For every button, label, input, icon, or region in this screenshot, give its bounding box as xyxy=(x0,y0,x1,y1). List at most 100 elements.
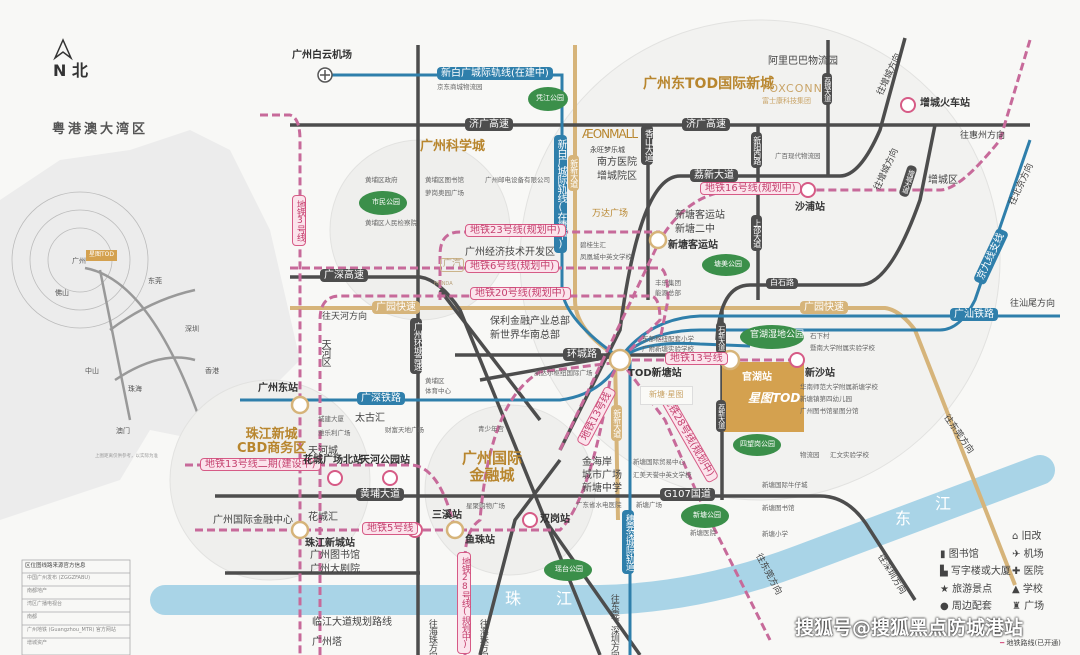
metro-line-13: 地铁13号线 xyxy=(665,352,728,365)
poi: 新世界华南总部 xyxy=(490,330,560,341)
poi: 汇文实验学校 xyxy=(830,451,869,459)
poi: 新塘医院 xyxy=(690,529,716,537)
station-guangzhou-east[interactable]: 广州东站 xyxy=(258,383,298,394)
legend-label: 地铁路线(已开通) xyxy=(1006,639,1061,647)
poi: 临江大道规划路线 xyxy=(312,617,392,628)
station-shuanggang[interactable]: 双岗站 xyxy=(540,514,570,525)
poi: 南方医院 xyxy=(597,157,637,168)
station-tod-xintang[interactable]: TOD新塘站 xyxy=(628,368,682,379)
park-label: 塘美公园 xyxy=(714,260,742,268)
road-baishi: 白石路 xyxy=(766,278,798,289)
road-lixin-avenue: 荔新大道 xyxy=(690,169,738,182)
district-name: 广州国际 xyxy=(462,449,523,467)
metro-line-16: 地铁16号线(规划中) xyxy=(700,182,801,195)
poi: 新塘镇第四幼儿园 xyxy=(800,395,852,403)
poi: 金海岸 xyxy=(582,457,612,468)
station-huacheng-square-north[interactable]: 花城广场北站 xyxy=(303,455,363,466)
station-tianhe-park[interactable]: 天河公园站 xyxy=(360,455,410,466)
inset-city: 澳门 xyxy=(116,427,130,435)
poi: 广州国际金融中心 xyxy=(213,515,293,526)
poi: 黄埔区 xyxy=(425,377,445,385)
legend-item: ▮ 图书馆 xyxy=(940,549,979,560)
transfer-stations[interactable] xyxy=(290,230,741,540)
aeonmall-name: 永旺梦乐城 xyxy=(590,146,625,154)
poi: 广百现代物流园 xyxy=(775,152,821,160)
metro-line-3: 地铁3号线 xyxy=(292,195,306,246)
inset-city: 珠海 xyxy=(128,385,142,393)
rail-guangshan-railway: 广汕铁路 xyxy=(950,308,998,321)
poi: 新塘客运站 xyxy=(675,210,725,221)
poi: 碧桂生汇 xyxy=(580,241,606,249)
poi: 京东商城物流园 xyxy=(437,83,483,91)
poi: 新塘广场 xyxy=(636,501,662,509)
direction-label: 往海珠方向 xyxy=(426,619,437,655)
hospital-icon: ✚ xyxy=(1012,566,1021,577)
road-jiguang-expressway: 济广高速 xyxy=(465,118,513,131)
watermark: 搜狐号@搜狐黑点防城港站 xyxy=(795,617,1024,639)
station-xinsha[interactable]: 新沙站 xyxy=(805,368,835,379)
foxconn-logo: FOXCONN xyxy=(762,82,823,95)
station-yuzhu[interactable]: 鱼珠站 xyxy=(465,535,495,546)
station-xintang-passenger[interactable]: 新塘客运站 xyxy=(668,240,718,251)
source-row: 广州地铁 (Guangzhou_MTR) 官方网站 xyxy=(27,627,116,633)
inset-title: 粤港澳大湾区 xyxy=(52,122,149,137)
compass-bei: 北 xyxy=(71,61,88,80)
legend-label: 学校 xyxy=(1022,584,1043,595)
legend-label: 旧改 xyxy=(1021,531,1042,542)
inset-city: 佛山 xyxy=(55,289,69,297)
poi: 新塘二中 xyxy=(675,224,715,235)
rail-xinbaiguang-intercity-vertical: 新白广城际轨线(在建中) xyxy=(554,135,567,253)
compass-n: N xyxy=(53,61,67,80)
metro-line-5: 地铁5号线 xyxy=(362,522,419,535)
road-huangpu-avenue: 黄埔大道 xyxy=(356,488,404,501)
park-label: 官湖湿地公园 xyxy=(750,330,805,340)
station-zengcheng-railway[interactable]: 增城火车站 xyxy=(920,98,970,109)
road-shangshao: 上邵大道 xyxy=(751,215,762,251)
poi: 财富天地广场 xyxy=(385,426,424,434)
pearl-river xyxy=(150,455,1055,615)
poi: 丰乐集团 xyxy=(655,279,681,287)
river-label: 珠 xyxy=(505,589,522,608)
metro-line-20: 地铁20号线(规划中) xyxy=(470,287,571,300)
inset-city: 深圳 xyxy=(185,325,199,333)
legend-item: ♜ 广场 xyxy=(1012,601,1044,612)
inset-city: 广州 xyxy=(72,257,86,265)
poi: 汇美天誉中英文学校 xyxy=(633,471,692,479)
park-label: 新塘公园 xyxy=(693,511,721,519)
source-row: 南都地产 xyxy=(27,588,48,594)
airport-label: 广州白云机场 xyxy=(292,50,352,61)
legend-item: ━ 地铁路线(已开通) xyxy=(1000,639,1061,648)
poi: 凤凰城中英文学校 xyxy=(580,253,632,261)
poi: 能源总部 xyxy=(655,289,681,297)
direction-label: 往汕尾方向 xyxy=(1010,299,1056,309)
road-licheng: 荔城大道 xyxy=(822,73,832,105)
foxconn-name: 富士康科技集团 xyxy=(762,97,811,105)
station-sanxi[interactable]: 三溪站 xyxy=(432,510,462,521)
wanda-logo: 万达广场 xyxy=(592,209,629,219)
park-label: 凭江公园 xyxy=(536,94,564,102)
legend-item: ▲ 学校 xyxy=(1012,584,1043,595)
poi: 黄埔区人民检察院 xyxy=(365,219,417,227)
legend-item: ✈ 机场 xyxy=(1012,549,1044,560)
river-label: 东 xyxy=(895,509,912,528)
station-shapu[interactable]: 沙浦站 xyxy=(795,202,825,213)
legend-item: ▙ 写字楼或大厦 xyxy=(940,566,1011,577)
poi: 保利金融产业总部 xyxy=(490,316,570,327)
poi: 体育中心 xyxy=(425,387,451,395)
office-building-icon: ▙ xyxy=(940,566,948,577)
metro-line-13-phase-2: 地铁13号线二期(建设中) xyxy=(200,458,321,471)
district-ifc: 广州国际金融城 xyxy=(462,450,522,483)
legend-item: ● 周边配套 xyxy=(940,601,992,612)
station-guanhu[interactable]: 官湖站 xyxy=(742,372,772,383)
road-xiangshan: 香山大道 xyxy=(641,125,653,165)
road-g107: G107国道 xyxy=(660,488,715,501)
legend-label: 广场 xyxy=(1024,601,1045,612)
aeonmall-logo: ÆONMALL xyxy=(582,127,638,141)
poi: 城建大厦 xyxy=(318,415,344,423)
station-zhujiang-new-town[interactable]: 珠江新城站 xyxy=(305,538,355,549)
district-tianhe: 天河区 xyxy=(319,339,330,366)
poi: 广附新塘实验学校 xyxy=(642,345,694,353)
